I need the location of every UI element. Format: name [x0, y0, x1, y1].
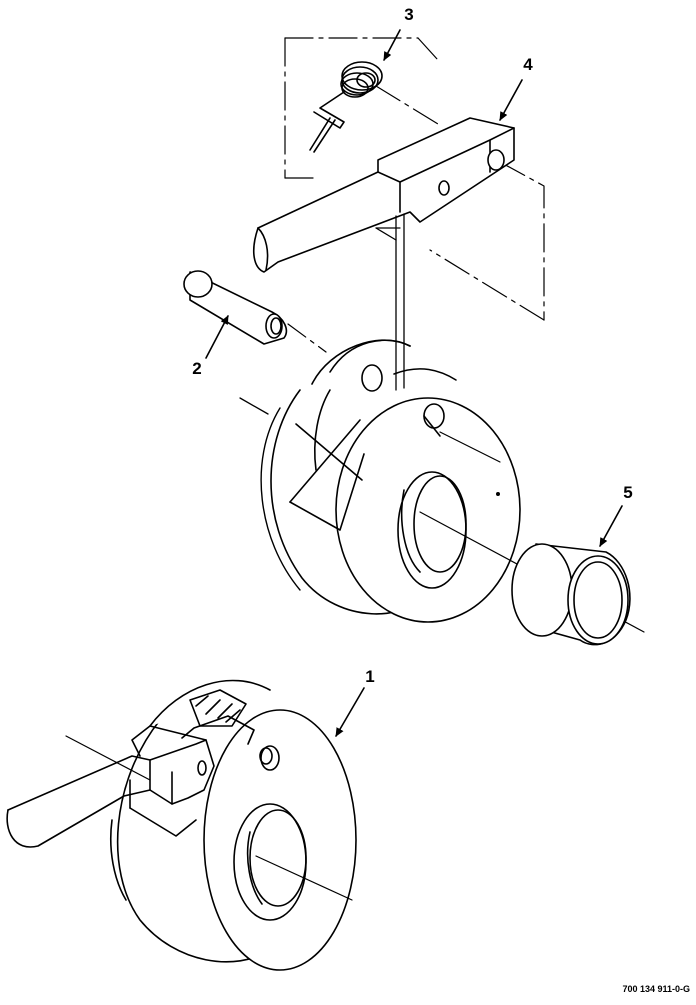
torsion-spring-part-3 [309, 61, 383, 153]
leader-arrow-4 [499, 79, 523, 121]
callout-5: 5 [623, 483, 632, 502]
callout-4: 4 [523, 55, 533, 74]
pin-axis-line [287, 323, 327, 353]
callout-2: 2 [192, 359, 201, 378]
hub-axis-line-right [439, 431, 501, 463]
callout-3: 3 [404, 5, 413, 24]
lever-part-4 [252, 117, 515, 273]
bushing-part-5 [511, 543, 631, 646]
assembly-part-1 [6, 679, 357, 971]
assembly-axis-left [65, 735, 151, 781]
hub-axis-line-left [239, 397, 269, 415]
lever-hub-links [375, 213, 405, 391]
leader-arrows [205, 29, 623, 737]
clutch-hub-exploded [260, 339, 521, 623]
assembly-axis-right [255, 855, 353, 901]
figure-id: 700 134 911-0-G [622, 984, 690, 994]
callout-1: 1 [365, 667, 374, 686]
leader-arrow-2 [205, 315, 229, 359]
leader-arrow-1 [335, 687, 365, 737]
leader-arrow-5 [599, 505, 623, 547]
pin-part-2 [183, 270, 288, 345]
leader-arrow-3 [383, 29, 401, 61]
